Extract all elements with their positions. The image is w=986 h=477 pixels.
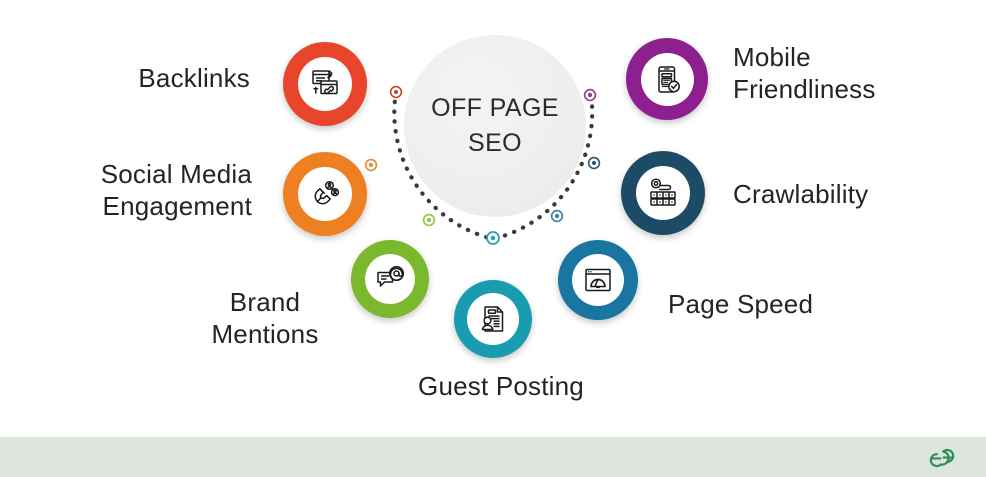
- label-backlinks: Backlinks: [138, 63, 250, 93]
- center-hub: OFF PAGE SEO: [404, 35, 586, 217]
- footer-band: [0, 437, 986, 477]
- geeksforgeeks-logo: [929, 448, 955, 468]
- document-author-icon: [477, 303, 509, 335]
- arc-marker-social-media-engagement: [364, 158, 378, 172]
- arc-marker-crawlability: [587, 156, 601, 170]
- label-mobile-friendliness: Mobile Friendliness: [733, 42, 876, 104]
- node-backlinks[interactable]: [283, 42, 367, 126]
- label-brand-mentions: Brand Mentions: [211, 287, 319, 349]
- arc-marker-page-speed: [550, 209, 564, 223]
- speech-bubble-at-icon: [374, 263, 406, 295]
- node-crawlability[interactable]: [621, 151, 705, 235]
- node-brand-mentions[interactable]: [351, 240, 429, 318]
- label-social-media-engagement: Social Media Engagement: [100, 159, 252, 221]
- label-guest-posting: Guest Posting: [418, 371, 584, 401]
- mobile-check-icon: [651, 63, 684, 96]
- hub-title-line2: SEO: [468, 129, 522, 157]
- magnifier-server-grid-icon: [646, 176, 680, 210]
- magnet-social-icon: [308, 177, 342, 211]
- label-crawlability: Crawlability: [733, 179, 869, 209]
- speedometer-browser-icon: [582, 264, 614, 296]
- node-mobile-friendliness[interactable]: [626, 38, 708, 120]
- node-page-speed[interactable]: [558, 240, 638, 320]
- arc-marker-backlinks: [389, 85, 403, 99]
- hub-title-line1: OFF PAGE: [431, 94, 559, 122]
- node-social-media-engagement[interactable]: [283, 152, 367, 236]
- backlinks-link-windows-icon: [308, 67, 342, 101]
- arc-marker-guest-posting: [486, 231, 500, 245]
- arc-marker-brand-mentions: [422, 213, 436, 227]
- arc-marker-mobile-friendliness: [583, 88, 597, 102]
- label-page-speed: Page Speed: [668, 289, 814, 319]
- node-guest-posting[interactable]: [454, 280, 532, 358]
